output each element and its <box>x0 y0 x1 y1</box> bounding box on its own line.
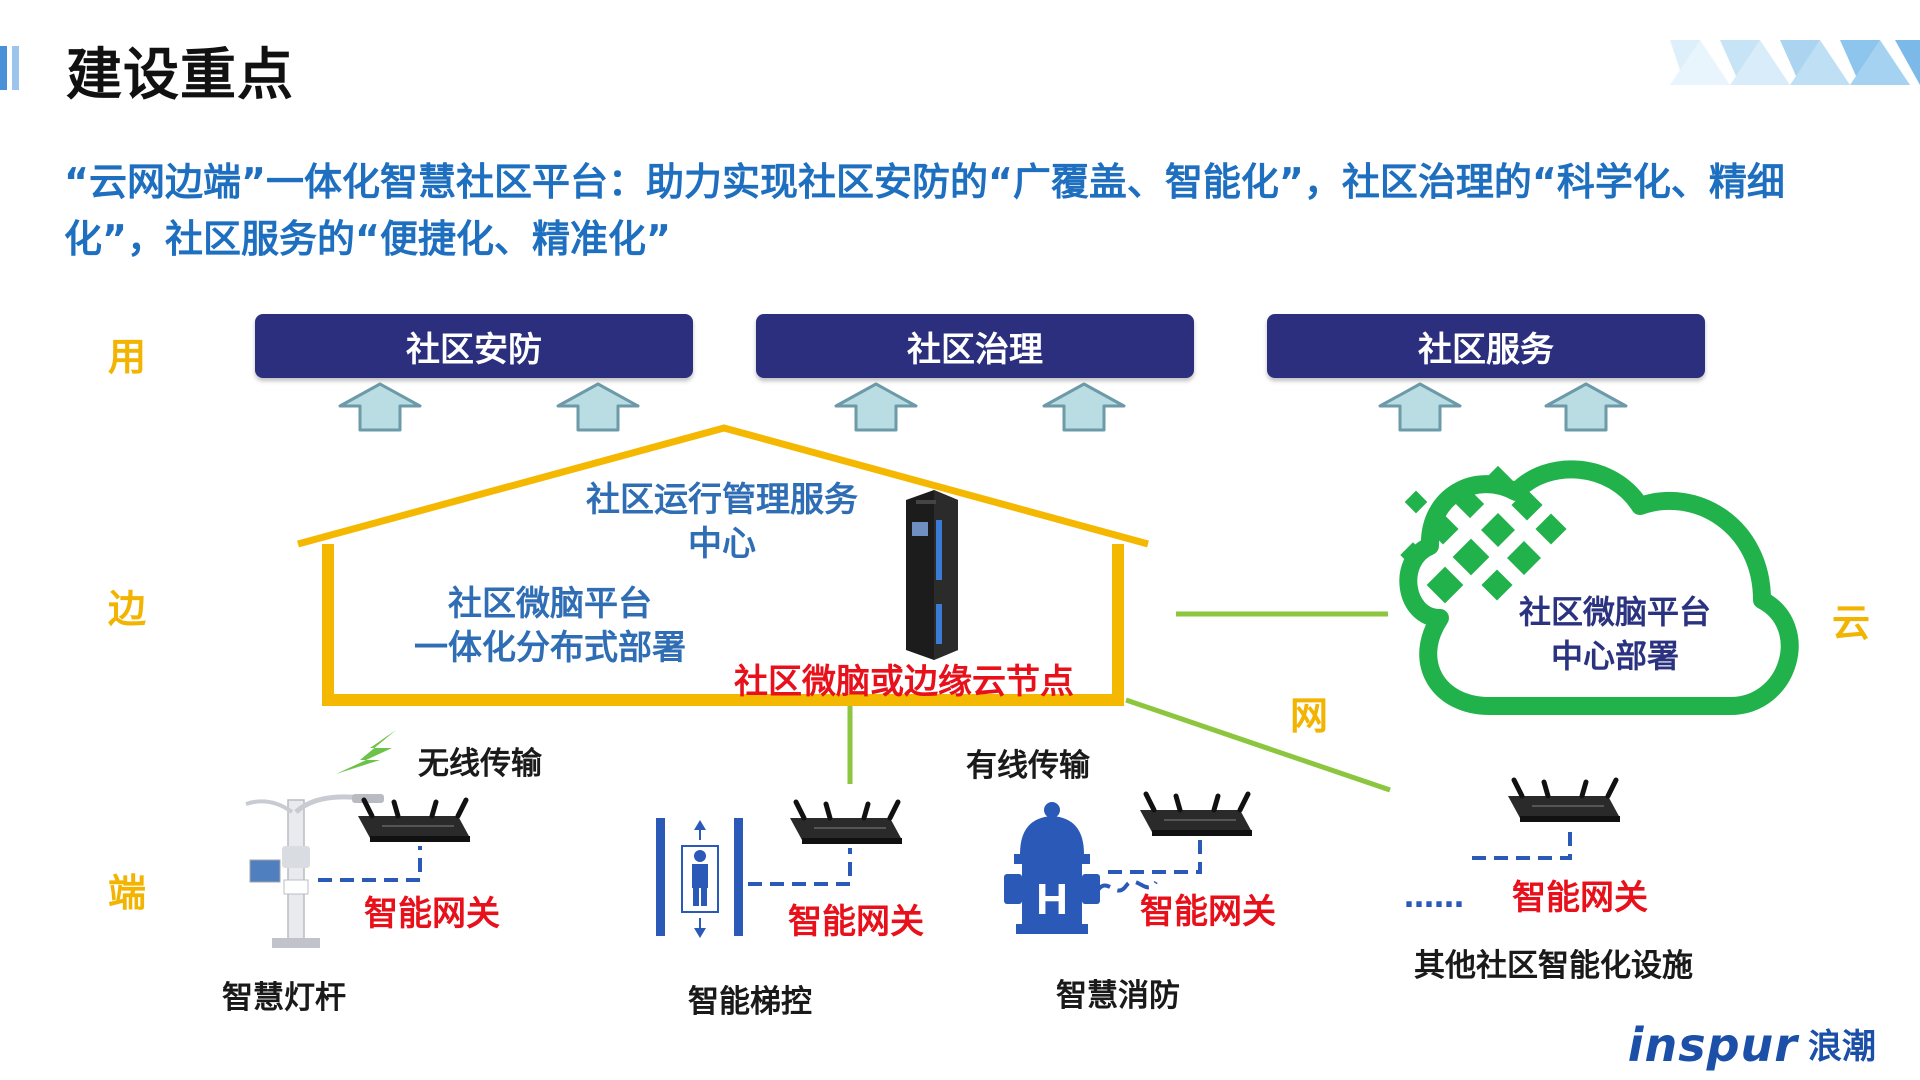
up-arrow-governance-right <box>1042 382 1126 432</box>
edge-center-title: 社区运行管理服务 中心 <box>542 478 902 566</box>
device-label-smart-pole: 智慧灯杆 <box>222 980 346 1016</box>
gateway-router-icon-3 <box>1140 794 1252 836</box>
wireless-transmission-label: 无线传输 <box>418 746 542 782</box>
edge-house-outline <box>297 424 1149 706</box>
edge-center-title-line1: 社区运行管理服务 <box>586 480 858 520</box>
page-title: 建设重点 <box>66 43 294 108</box>
device-label-elevator: 智能梯控 <box>688 984 812 1020</box>
edge-platform-line2: 一体化分布式部署 <box>414 628 686 668</box>
layer-label-network: 网 <box>1290 694 1329 738</box>
gateway-router-icon-4 <box>1508 780 1620 822</box>
elevator-icon <box>656 818 743 938</box>
fire-hydrant-icon: H <box>1004 802 1100 934</box>
network-links <box>847 611 1391 793</box>
wireless-lightning-icon <box>336 730 396 774</box>
smart-light-pole-icon <box>245 794 384 948</box>
up-arrow-service-left <box>1378 382 1462 432</box>
layer-label-cloud: 云 <box>1832 601 1871 645</box>
cloud-platform-line1: 社区微脑平台 <box>1518 593 1711 631</box>
up-arrow-security-right <box>556 382 640 432</box>
dashed-gateway-links <box>318 826 1572 893</box>
edge-node-label: 社区微脑或边缘云节点 <box>734 662 1074 702</box>
tier-box-governance: 社区治理 <box>756 314 1194 378</box>
gateway-label-4: 智能网关 <box>1512 878 1648 918</box>
edge-platform-line1: 社区微脑平台 <box>448 584 652 624</box>
device-label-fire: 智慧消防 <box>1056 978 1180 1014</box>
gateway-label-2: 智能网关 <box>788 902 924 942</box>
gateway-router-icon-2 <box>790 802 902 844</box>
cloud-platform-label: 社区微脑平台 中心部署 <box>1490 590 1740 678</box>
logo-chinese-text: 浪潮 <box>1808 1027 1876 1067</box>
other-devices-ellipsis: …… <box>1404 880 1464 915</box>
subtitle-description: “云网边端”一体化智慧社区平台：助力实现社区安防的“广覆盖、智能化”，社区治理的… <box>64 160 1785 261</box>
cloud-platform-line2: 中心部署 <box>1550 637 1679 675</box>
svg-text:H: H <box>1036 875 1068 924</box>
layer-label-terminal: 端 <box>108 871 147 915</box>
decorative-triangle-band <box>1670 40 1920 85</box>
gateway-label-3: 智能网关 <box>1140 892 1276 932</box>
gateway-router-icon-1 <box>358 800 470 842</box>
inspur-logo: inspur 浪潮 <box>1628 1018 1876 1072</box>
layer-label-edge: 边 <box>108 587 147 631</box>
wired-transmission-label: 有线传输 <box>966 748 1090 784</box>
server-cabinet-icon <box>906 490 958 660</box>
layer-label-use: 用 <box>108 335 147 379</box>
up-arrow-service-right <box>1544 382 1628 432</box>
tier-box-service: 社区服务 <box>1267 314 1705 378</box>
device-label-other: 其他社区智能化设施 <box>1414 948 1693 984</box>
logo-latin-text: inspur <box>1627 1018 1798 1072</box>
tier-box-security: 社区安防 <box>255 314 693 378</box>
up-arrow-governance-left <box>834 382 918 432</box>
up-arrow-security-left <box>338 382 422 432</box>
title-accent-bars <box>0 46 19 90</box>
gateway-label-1: 智能网关 <box>364 894 500 934</box>
edge-platform-label: 社区微脑平台 一体化分布式部署 <box>380 582 720 670</box>
edge-center-title-line2: 中心 <box>688 524 756 564</box>
